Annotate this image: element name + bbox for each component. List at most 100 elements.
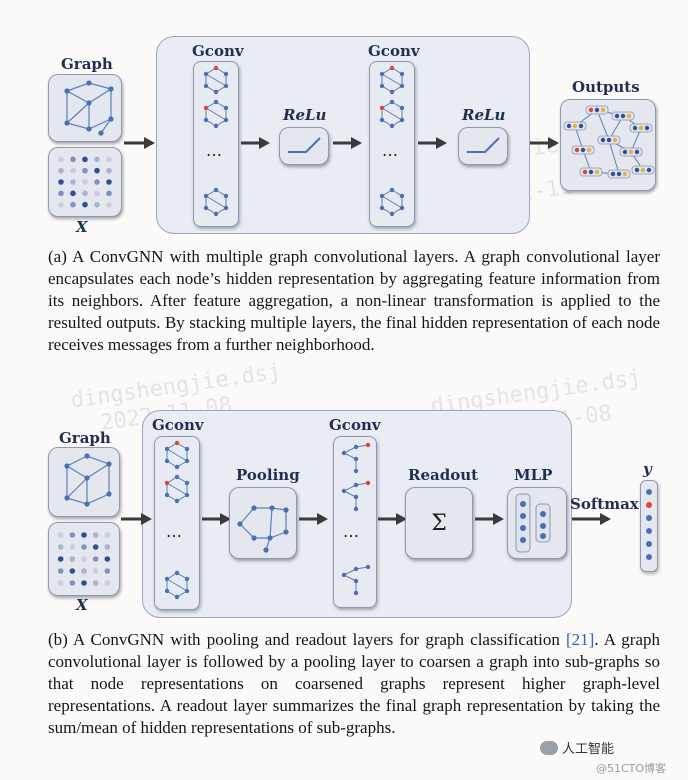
- output-node: [597, 135, 621, 145]
- mini-graph: [164, 474, 190, 504]
- feature-dot: [81, 556, 87, 562]
- mini-graph: [341, 442, 371, 474]
- feature-dot: [104, 532, 111, 538]
- input-graph-card-a: [48, 74, 122, 142]
- feature-dot: [106, 167, 112, 174]
- caption-b-rest: . A graph convolutional layer is followe…: [48, 630, 660, 737]
- arrow-a4: [418, 137, 447, 149]
- gconv-column-a1: [193, 61, 239, 227]
- mini-graph: [164, 570, 190, 600]
- gconv-label-b2: Gconv: [329, 416, 381, 434]
- feature-dot: [104, 544, 111, 550]
- output-node: [607, 169, 631, 179]
- gconv-graphs-a1: [203, 65, 229, 217]
- feature-dot: [57, 580, 64, 586]
- relu-label-a1: ReLu: [283, 106, 327, 124]
- arrow-a3: [333, 137, 362, 149]
- feature-dot: [104, 556, 111, 562]
- gconv-graphs-b2: [341, 442, 371, 596]
- input-graph-a: [64, 80, 114, 136]
- feature-dot: [69, 568, 76, 574]
- brand-name: 人工智能: [562, 742, 615, 757]
- relu-curve-a1: [288, 137, 321, 153]
- pooling-label: Pooling: [236, 466, 300, 484]
- mini-graph: [379, 99, 405, 129]
- wechat-icon: [540, 740, 558, 755]
- feature-dot: [92, 556, 99, 562]
- mlp-label: MLP: [514, 466, 553, 484]
- outputs-label: Outputs: [572, 78, 640, 96]
- feature-dot: [94, 201, 100, 208]
- input-graph-b: [64, 453, 112, 507]
- feature-dot: [106, 179, 112, 185]
- pooling-box: [229, 487, 297, 559]
- feature-dot: [92, 532, 99, 538]
- brand-sub: @51CTO博客: [596, 762, 667, 775]
- arrow-b5: [475, 513, 504, 525]
- caption-a: (a) A ConvGNN with multiple graph convol…: [48, 247, 660, 354]
- readout-label: Readout: [408, 466, 479, 484]
- graph-label-b: Graph: [59, 429, 111, 447]
- feature-dot: [69, 532, 76, 538]
- caption-b-start: (b) A ConvGNN with pooling and readout l…: [48, 630, 567, 649]
- relu-label-a2: ReLu: [462, 106, 506, 124]
- ellipsis-a1: …: [206, 141, 223, 160]
- mini-graph: [164, 440, 190, 470]
- feature-dot: [81, 580, 87, 586]
- output-edge: [596, 109, 610, 141]
- mini-graph: [203, 65, 229, 95]
- output-node: [631, 165, 655, 175]
- feature-dot: [81, 544, 87, 550]
- pooled-graph: [237, 505, 289, 553]
- ellipsis-b1: …: [166, 522, 183, 541]
- output-vector: [640, 480, 658, 572]
- gconv-column-b2: [333, 436, 377, 608]
- feature-dot: [104, 568, 111, 574]
- gconv-label-b1: Gconv: [152, 416, 204, 434]
- outputs-card: [560, 99, 656, 191]
- output-node: [571, 145, 595, 155]
- arrow-a5: [530, 137, 559, 149]
- arrow-b6: [572, 513, 611, 525]
- feature-matrix-card-b: [48, 522, 120, 596]
- arrow-a1: [124, 137, 155, 149]
- feature-dot: [106, 201, 112, 208]
- output-node: [619, 147, 643, 157]
- output-probabilities: [646, 489, 652, 560]
- feature-matrix-b: [57, 532, 111, 586]
- feature-dot: [57, 532, 64, 538]
- mini-graph: [379, 187, 405, 217]
- output-node: [629, 123, 653, 133]
- sum-symbol: Σ: [431, 510, 447, 536]
- mini-graph: [379, 65, 405, 95]
- feature-dot: [58, 167, 64, 174]
- outputs-graph: [563, 105, 655, 179]
- feature-dot: [92, 580, 99, 586]
- feature-dot: [70, 156, 76, 163]
- feature-dot: [70, 190, 76, 197]
- ellipsis-a2: …: [382, 141, 399, 160]
- arrow-b1: [121, 513, 152, 525]
- feature-dot: [94, 156, 100, 163]
- feature-dot: [81, 568, 87, 574]
- feature-dot: [57, 568, 64, 574]
- feature-dot: [70, 167, 76, 174]
- mlp-box: [507, 487, 567, 559]
- mini-graph: [341, 480, 371, 512]
- feature-matrix-a: [58, 156, 112, 208]
- x-label-b: X: [76, 596, 88, 614]
- softmax-label: Softmax: [570, 495, 639, 513]
- output-node: [579, 167, 603, 177]
- feature-dot: [82, 156, 88, 163]
- output-node: [611, 111, 635, 121]
- readout-box: Σ: [405, 487, 473, 559]
- citation-link[interactable]: [21]: [566, 630, 595, 649]
- arrow-b4: [378, 513, 407, 525]
- feature-dot: [70, 179, 76, 185]
- feature-dot: [94, 179, 100, 185]
- input-graph-card-b: [48, 447, 120, 517]
- feature-dot: [82, 179, 88, 185]
- feature-dot: [82, 190, 88, 197]
- output-node: [585, 105, 609, 115]
- feature-dot: [81, 532, 87, 538]
